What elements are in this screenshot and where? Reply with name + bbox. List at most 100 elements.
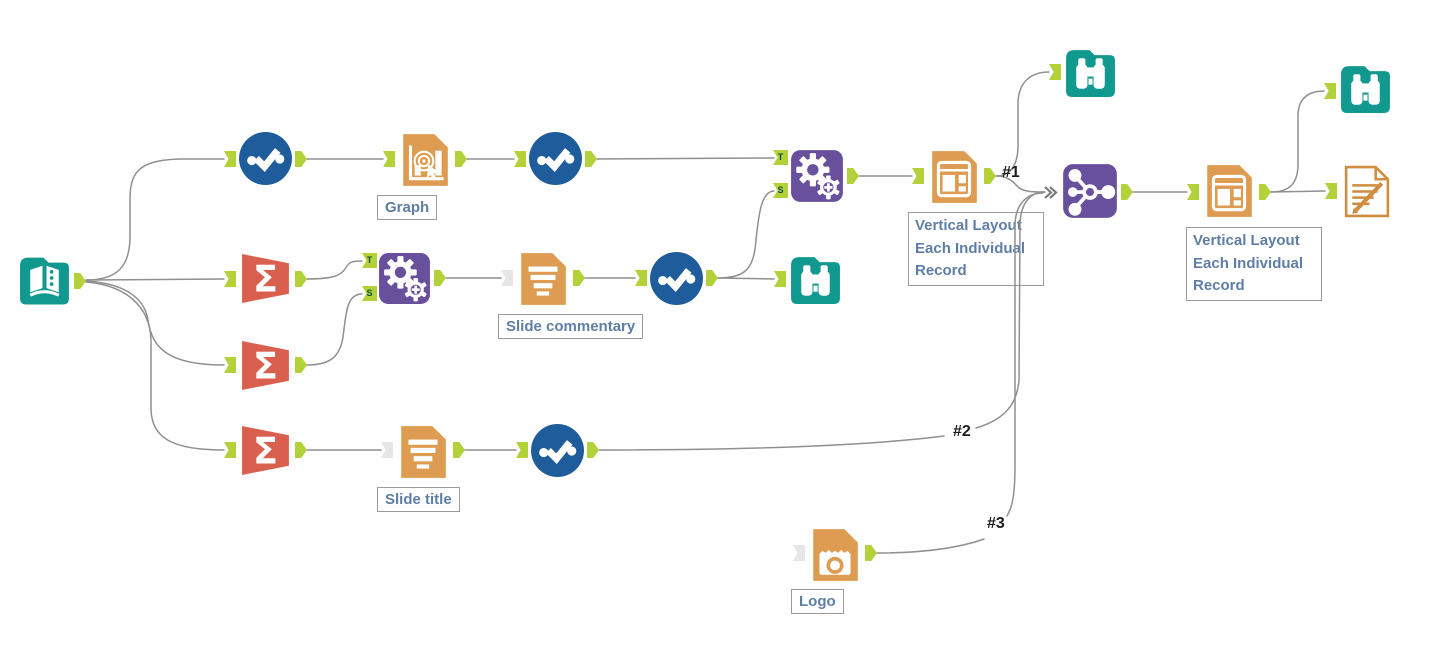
wire-input-to-summarize1: [85, 278, 225, 281]
report-layout-tool-2[interactable]: [1201, 162, 1257, 220]
select1-input-anchor[interactable]: [224, 151, 236, 167]
wire-layout1-to-browse1: [995, 71, 1050, 177]
annotation-line: Record: [915, 262, 967, 279]
input-data-tool[interactable]: [17, 252, 72, 308]
browse-tool-3[interactable]: [788, 252, 843, 307]
summarize-sigma-icon: [238, 338, 293, 393]
select3-output-anchor[interactable]: [706, 270, 718, 286]
chart-output-anchor[interactable]: [455, 151, 467, 167]
browse2-input-anchor[interactable]: [1324, 83, 1336, 99]
annotation-slide-commentary[interactable]: Slide commentary: [498, 314, 644, 339]
union-output-anchor[interactable]: [1121, 184, 1133, 200]
summarize2-input-anchor[interactable]: [224, 357, 236, 373]
summarize-tool-2[interactable]: [238, 338, 293, 393]
connection-label-3: #3: [987, 515, 1005, 532]
summarize3-input-anchor[interactable]: [224, 442, 236, 458]
wire-layout2-to-render: [1270, 190, 1326, 193]
wire-summarize1-to-gears2-t: [306, 260, 363, 280]
union-icon: [1061, 162, 1119, 220]
render-tool[interactable]: [1339, 164, 1394, 219]
browse1-input-anchor[interactable]: [1049, 64, 1061, 80]
image-optional-input-anchor[interactable]: [793, 545, 805, 561]
select-tool-3[interactable]: [649, 251, 704, 306]
text2-optional-input-anchor[interactable]: [381, 442, 393, 458]
image-tool-logo[interactable]: [807, 526, 863, 584]
select-tool-1[interactable]: [238, 131, 293, 186]
gears-top-output-anchor[interactable]: [847, 168, 859, 184]
gears-icon: [789, 148, 845, 204]
wire-layout2-to-browse2: [1270, 90, 1325, 193]
select-checkmark-icon: [528, 131, 583, 186]
summarize2-output-anchor[interactable]: [295, 357, 307, 373]
select-checkmark-icon: [530, 423, 585, 478]
summarize-sigma-icon: [238, 423, 293, 478]
wire-select2-to-gears1-t: [596, 157, 775, 160]
report-text-tool-2[interactable]: [395, 423, 451, 481]
report-layout-icon: [926, 148, 982, 206]
anchor-letter-s: S: [366, 288, 373, 298]
annotation-slide-title[interactable]: Slide title: [377, 487, 460, 512]
anchor-letter-t: T: [366, 255, 373, 265]
summarize1-output-anchor[interactable]: [295, 271, 307, 287]
select4-input-anchor[interactable]: [516, 442, 528, 458]
annotation-vertical-layout-1[interactable]: Vertical Layout Each Individual Record: [908, 212, 1044, 286]
gears-tool-mid[interactable]: [377, 251, 432, 306]
wire-input-to-summarize2: [85, 280, 225, 366]
report-text-tool-1[interactable]: [515, 250, 571, 308]
browse3-input-anchor[interactable]: [774, 271, 786, 287]
text1-optional-input-anchor[interactable]: [501, 270, 513, 286]
summarize-sigma-icon: [238, 251, 293, 306]
select-tool-4[interactable]: [530, 423, 585, 478]
wire-select3-to-browse3: [717, 277, 775, 280]
render-input-anchor[interactable]: [1325, 183, 1337, 199]
union-multi-input-anchor[interactable]: [1043, 184, 1059, 206]
gears-top-s-input-anchor[interactable]: S: [773, 183, 788, 198]
interactive-chart-tool[interactable]: [397, 131, 453, 189]
browse-binoculars-icon: [1338, 61, 1393, 116]
text1-output-anchor[interactable]: [573, 270, 585, 286]
summarize3-output-anchor[interactable]: [295, 442, 307, 458]
browse-tool-1[interactable]: [1063, 45, 1118, 100]
wire-summarize2-to-gears2-s: [306, 293, 363, 366]
annotation-logo[interactable]: Logo: [791, 589, 844, 614]
summarize1-input-anchor[interactable]: [224, 271, 236, 287]
report-text-icon: [395, 423, 451, 481]
image-output-anchor[interactable]: [865, 545, 877, 561]
text2-output-anchor[interactable]: [453, 442, 465, 458]
gears-top-t-input-anchor[interactable]: T: [773, 150, 788, 165]
annotation-vertical-layout-2[interactable]: Vertical Layout Each Individual Record: [1186, 227, 1322, 301]
annotation-line: Record: [1193, 277, 1245, 294]
gears-mid-s-input-anchor[interactable]: S: [362, 286, 377, 301]
wire-input-to-summarize3: [85, 281, 225, 451]
gears-mid-output-anchor[interactable]: [434, 270, 446, 286]
gears-tool-top[interactable]: [789, 148, 845, 204]
browse-tool-2[interactable]: [1338, 61, 1393, 116]
input-data-output-anchor[interactable]: [74, 273, 86, 289]
gears-icon: [377, 251, 432, 306]
layout2-input-anchor[interactable]: [1187, 184, 1199, 200]
select1-output-anchor[interactable]: [295, 151, 307, 167]
summarize-tool-3[interactable]: [238, 423, 293, 478]
render-icon: [1339, 164, 1394, 219]
annotation-graph[interactable]: Graph: [377, 195, 438, 220]
layout1-input-anchor[interactable]: [912, 168, 924, 184]
summarize-tool-1[interactable]: [238, 251, 293, 306]
layout2-output-anchor[interactable]: [1259, 184, 1271, 200]
select2-output-anchor[interactable]: [585, 151, 597, 167]
select2-input-anchor[interactable]: [514, 151, 526, 167]
gears-mid-t-input-anchor[interactable]: T: [362, 253, 377, 268]
union-tool[interactable]: [1061, 162, 1119, 220]
chart-input-anchor[interactable]: [383, 151, 395, 167]
report-layout-tool-1[interactable]: [926, 148, 982, 206]
select4-output-anchor[interactable]: [587, 442, 599, 458]
select3-input-anchor[interactable]: [635, 270, 647, 286]
browse-binoculars-icon: [788, 252, 843, 307]
wire-image-to-conn3: [876, 538, 985, 554]
annotation-line: Each Individual: [1193, 254, 1304, 272]
interactive-chart-icon: [397, 131, 453, 189]
select-tool-2[interactable]: [528, 131, 583, 186]
annotation-line: Each Individual: [915, 239, 1026, 257]
layout1-output-anchor[interactable]: [984, 168, 996, 184]
